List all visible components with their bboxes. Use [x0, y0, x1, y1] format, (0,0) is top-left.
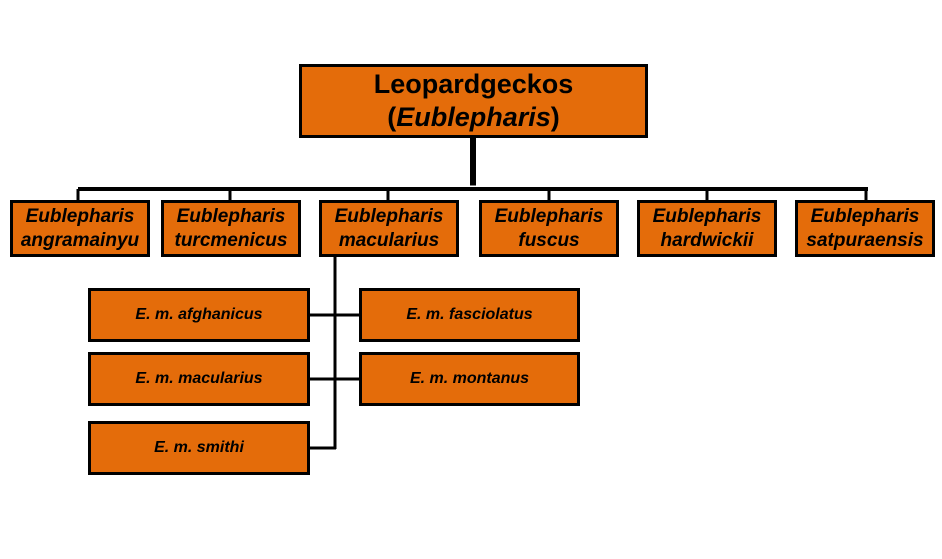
species-epithet-label: angramainyu [20, 229, 140, 251]
subspecies-label: E. m. fasciolatus [406, 306, 533, 323]
root-close-paren: ) [550, 102, 560, 132]
subspecies-label: E. m. smithi [154, 439, 244, 456]
root-node: Leopardgeckos (Eublepharis) [299, 64, 648, 138]
subspecies-label: E. m. afghanicus [135, 306, 263, 323]
species-node-satpuraensis: Eublepharis satpuraensis [795, 200, 935, 257]
root-open-paren: ( [387, 102, 397, 132]
subspecies-label: E. m. macularius [135, 370, 263, 387]
species-node-hardwickii: Eublepharis hardwickii [637, 200, 777, 257]
species-epithet-label: turcmenicus [174, 229, 288, 251]
subspecies-node-montanus: E. m. montanus [359, 352, 580, 406]
species-node-macularius: Eublepharis macularius [319, 200, 459, 257]
species-genus-label: Eublepharis [494, 205, 604, 227]
species-genus-label: Eublepharis [25, 205, 135, 227]
species-genus-label: Eublepharis [652, 205, 762, 227]
subspecies-node-macularius: E. m. macularius [88, 352, 310, 406]
subspecies-node-afghanicus: E. m. afghanicus [88, 288, 310, 342]
root-title: Leopardgeckos [373, 69, 574, 99]
species-epithet-label: fuscus [518, 229, 580, 251]
species-genus-label: Eublepharis [176, 205, 286, 227]
species-genus-label: Eublepharis [810, 205, 920, 227]
subspecies-node-fasciolatus: E. m. fasciolatus [359, 288, 580, 342]
species-epithet-label: macularius [338, 229, 440, 251]
root-genus-line: (Eublepharis) [387, 101, 560, 134]
species-node-angramainyu: Eublepharis angramainyu [10, 200, 150, 257]
species-genus-label: Eublepharis [334, 205, 444, 227]
subspecies-node-smithi: E. m. smithi [88, 421, 310, 475]
species-epithet-label: hardwickii [660, 229, 754, 251]
subspecies-label: E. m. montanus [409, 370, 530, 387]
species-epithet-label: satpuraensis [806, 229, 924, 251]
root-genus: Eublepharis [396, 102, 551, 132]
species-node-fuscus: Eublepharis fuscus [479, 200, 619, 257]
species-node-turcmenicus: Eublepharis turcmenicus [161, 200, 301, 257]
